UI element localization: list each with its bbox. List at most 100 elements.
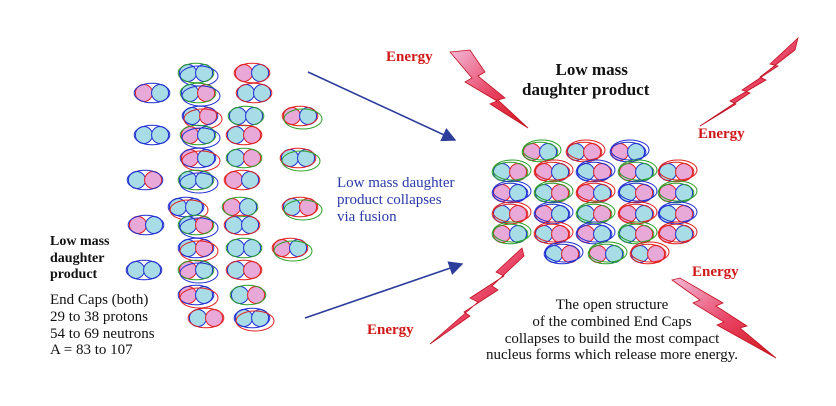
open-cluster-orbit-ring <box>281 196 319 218</box>
compact-cluster-orbit-ring <box>491 161 529 183</box>
open-cluster-orbit-ring <box>225 124 263 146</box>
compact-cluster-orbit-ring <box>566 139 606 161</box>
open-cluster-orbit-ring <box>179 82 217 104</box>
compact-cluster-orbit-ring <box>543 243 581 265</box>
lightning-bolt-bottom-left <box>429 247 525 345</box>
open-cluster-orbit-ring <box>125 259 163 281</box>
compact-cluster-orbit-ring <box>618 180 658 202</box>
open-cluster-orbit-ring <box>127 214 165 236</box>
open-cluster-orbit-ring <box>179 172 219 194</box>
left-label-line-2: daughter <box>50 250 105 266</box>
compact-cluster-orbit-ring <box>618 159 658 181</box>
caption-line-2: of the combined End Caps <box>532 313 692 330</box>
middle-line-1: Low mass daughter <box>337 175 455 191</box>
compact-cluster-orbit-ring <box>617 182 655 204</box>
open-cluster-orbit-ring <box>177 284 215 306</box>
compact-cluster-orbit-ring <box>658 221 698 243</box>
compact-cluster-orbit-ring <box>534 180 574 202</box>
lightning-bolt-top-left <box>449 49 529 129</box>
left-label-line-1: Low mass <box>50 234 110 249</box>
open-cluster-orbit-ring <box>281 105 319 127</box>
open-cluster-orbit-ring <box>225 259 263 281</box>
left-label-line-3: product <box>50 267 98 283</box>
open-cluster-orbit-ring <box>281 150 321 172</box>
open-cluster-orbit-ring <box>179 124 217 146</box>
open-cluster-orbit-ring <box>235 310 275 332</box>
open-cluster-orbit-ring <box>235 82 273 104</box>
open-cluster-orbit-ring <box>179 287 219 309</box>
energy-label-top-left: Energy <box>386 49 433 65</box>
compact-cluster-orbit-ring <box>657 223 695 245</box>
compact-cluster-orbit-ring <box>522 139 562 161</box>
open-cluster-orbit-ring <box>177 237 215 259</box>
open-cluster-orbit-ring <box>233 62 271 84</box>
energy-label-bottom-left: Energy <box>367 322 414 338</box>
energy-label-top-right: Energy <box>698 126 745 142</box>
compact-cluster-orbit-ring <box>491 223 529 245</box>
compact-cluster-orbit-ring <box>610 139 650 161</box>
compact-cluster-orbit-ring <box>576 180 616 202</box>
middle-line-2: product collapses <box>337 191 442 208</box>
open-cluster-orbit-ring <box>279 147 317 169</box>
compact-nucleus-cluster <box>491 139 698 265</box>
open-cluster-orbit-ring <box>187 307 225 329</box>
left-label-low-mass-daughter-product: Low mass daughter product <box>50 234 110 284</box>
arrow-lower <box>304 261 464 319</box>
end-caps-line-1: End Caps (both) <box>50 292 149 308</box>
compact-cluster-orbit-ring <box>629 243 667 265</box>
compact-cluster-orbit-ring <box>491 182 529 204</box>
arrow-upper <box>307 71 457 142</box>
title-line-2: daughter product <box>522 79 650 99</box>
caption-line-1: The open structure <box>555 297 669 313</box>
open-cluster-orbit-ring <box>221 196 259 218</box>
open-cluster-orbit-ring <box>283 108 323 130</box>
compact-cluster-orbit-ring <box>576 221 616 243</box>
middle-label-collapse-via-fusion: Low mass daughter product collapses via … <box>337 175 454 225</box>
caption-line-3: collapses to build the most compact <box>504 330 720 347</box>
open-end-caps-cluster <box>125 62 323 332</box>
open-cluster-orbit-ring <box>283 199 323 221</box>
compact-cluster-orbit-ring <box>492 180 532 202</box>
compact-cluster-orbit-ring <box>533 182 571 204</box>
middle-line-3: via fusion <box>337 208 397 225</box>
compact-cluster-orbit-ring <box>587 243 625 265</box>
energy-label-bottom-right: Energy <box>692 264 739 280</box>
compact-cluster-orbit-ring <box>575 223 613 245</box>
compact-cluster-orbit-ring <box>630 241 670 263</box>
compact-cluster-orbit-ring <box>492 159 532 181</box>
title-line-1: Low mass <box>555 60 628 79</box>
open-cluster-orbit-ring <box>229 284 267 306</box>
end-caps-line-2: 29 to 38 protons <box>50 308 148 325</box>
open-cluster-orbit-ring <box>225 237 263 259</box>
open-cluster-orbit-ring <box>179 240 219 262</box>
end-caps-line-4: A = 83 to 107 <box>50 342 133 359</box>
title-low-mass-daughter-product: Low mass daughter product <box>522 60 649 99</box>
end-caps-line-3: 54 to 69 neutrons <box>50 325 155 342</box>
bottom-caption: The open structure of the combined End C… <box>462 297 762 364</box>
open-cluster-orbit-ring <box>126 169 164 191</box>
compact-cluster-orbit-ring <box>534 221 574 243</box>
compact-cluster-orbit-ring <box>617 223 655 245</box>
open-cluster-orbit-ring <box>223 169 261 191</box>
compact-cluster-orbit-ring <box>534 159 574 181</box>
open-cluster-orbit-ring <box>271 237 309 259</box>
open-cluster-orbit-ring <box>179 262 219 284</box>
open-cluster-orbit-ring <box>177 169 215 191</box>
compact-cluster-orbit-ring <box>658 180 698 202</box>
compact-cluster-orbit-ring <box>576 159 616 181</box>
compact-cluster-orbit-ring <box>533 161 571 183</box>
compact-cluster-orbit-ring <box>657 161 695 183</box>
open-cluster-orbit-ring <box>223 214 261 236</box>
end-caps-info: End Caps (both) 29 to 38 protons 54 to 6… <box>50 292 155 359</box>
compact-cluster-orbit-ring <box>575 161 613 183</box>
open-cluster-orbit-ring <box>273 240 313 262</box>
compact-cluster-orbit-ring <box>658 159 698 181</box>
compact-cluster-orbit-ring <box>617 161 655 183</box>
compact-cluster-orbit-ring <box>618 221 658 243</box>
lightning-bolt-top-right <box>699 36 799 127</box>
compact-cluster-orbit-ring <box>521 141 559 163</box>
open-cluster-orbit-ring <box>225 147 263 169</box>
open-cluster-orbit-ring <box>133 82 171 104</box>
